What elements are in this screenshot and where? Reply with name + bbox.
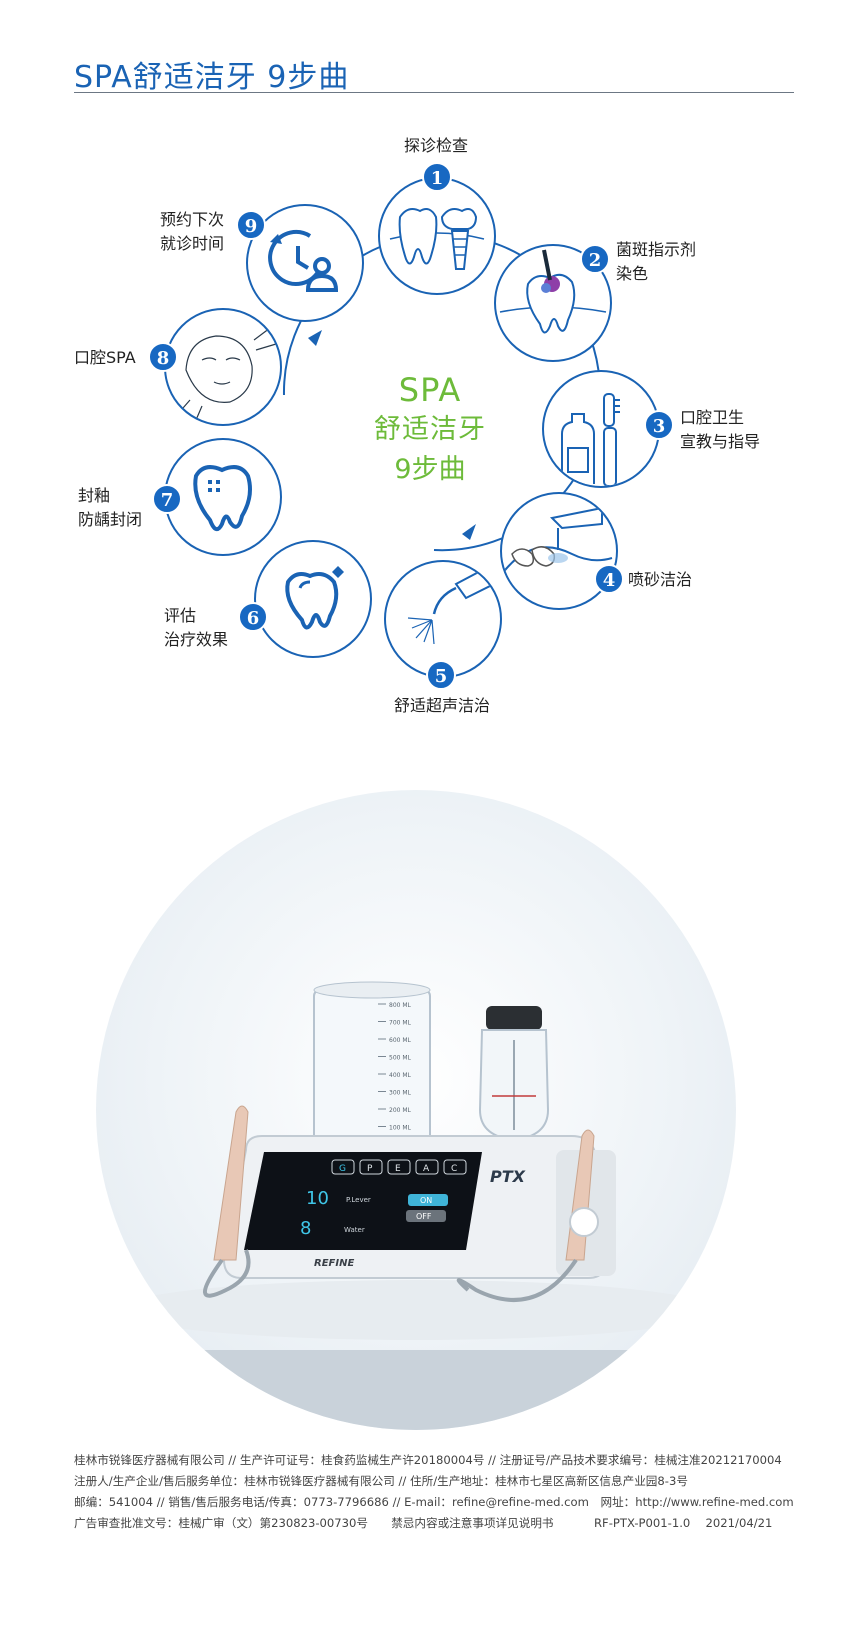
step-9-number-badge: 9 (236, 210, 266, 240)
step-2-label-line-1: 菌斑指示剂 (616, 240, 697, 259)
step-6-label-line-1: 评估 (164, 606, 197, 625)
ultrasonic-scaler-icon (407, 564, 500, 645)
mode-key-label: G (339, 1164, 346, 1174)
mode-key-button[interactable] (359, 1159, 383, 1175)
step-9-label: 预约下次 就诊时间 (160, 208, 224, 256)
product-photo: 800 ML 700 ML 600 ML 500 ML 400 ML 300 ML 200 … (96, 790, 736, 1430)
air-polishing-icon (502, 506, 613, 575)
mode-key-button[interactable] (387, 1159, 411, 1175)
step-2-number-badge: 2 (580, 244, 610, 274)
mode-key-label: E (395, 1164, 401, 1174)
step-7-label-line-1: 封釉 (78, 486, 111, 505)
step-6-label-line-2: 治疗效果 (164, 630, 229, 649)
screen-mode-1: P.Lever (346, 1196, 371, 1204)
clock-person-icon (268, 230, 339, 292)
tank-mark-label: 400 ML (389, 1072, 412, 1079)
mode-key-button[interactable] (415, 1159, 439, 1175)
footer-line-1: 桂林市锐锋医疗器械有限公司 // 生产许可证号：桂食药监械生产许20180004… (74, 1453, 782, 1467)
step-7-circle (164, 438, 282, 556)
footer-line-4: 广告审查批准文号：桂械广审（文）第230823-00730号 禁忌内容或注意事项… (74, 1513, 794, 1534)
nine-step-diagram: SPA 舒适洁牙 9步曲 1 探诊检查 2 菌斑指示剂 染色 (0, 120, 860, 760)
step-4-label: 喷砂洁治 (628, 570, 693, 589)
step-3-label: 口腔卫生 宣教与指导 (680, 406, 760, 454)
mode-key-button[interactable] (331, 1159, 355, 1175)
step-1-label: 探诊检查 (404, 136, 469, 155)
tank-mark-label: 700 ML (389, 1020, 412, 1027)
step-3-label-line-1: 口腔卫生 (680, 408, 745, 427)
tooth-implant-icon (389, 208, 485, 270)
ring-arrow-top-icon (308, 330, 322, 346)
step-7-label: 封釉 防龋封闭 (78, 484, 142, 532)
brand-logo: PTX (490, 1167, 526, 1186)
footer-doc-code: RF-PTX-P001-1.0 2021/04/21 (594, 1516, 773, 1530)
step-5-label: 舒适超声洁治 (394, 696, 491, 715)
title-divider (74, 92, 794, 93)
step-5-circle (384, 560, 502, 678)
step-2-label: 菌斑指示剂 染色 (616, 238, 696, 286)
toothpaste-brush-icon (561, 393, 620, 486)
center-title-line-1: SPA (398, 371, 462, 409)
plaque-dye-icon (499, 249, 607, 334)
step-8-label: 口腔SPA (74, 348, 136, 367)
off-button-label: OFF (416, 1212, 432, 1221)
center-title-line-2: 舒适洁牙 (374, 414, 486, 445)
step-1-number-badge: 1 (422, 162, 452, 192)
step-4-number-badge: 4 (594, 564, 624, 594)
step-3-label-line-2: 宣教与指导 (680, 432, 761, 451)
step-3-circle (542, 370, 660, 488)
step-2-label-line-2: 染色 (616, 264, 649, 283)
step-7-number-badge: 7 (152, 484, 182, 514)
center-title: SPA 舒适洁牙 9步曲 (340, 370, 520, 490)
step-3-number-badge: 3 (644, 410, 674, 440)
tank-mark-label: 200 ML (389, 1107, 412, 1114)
mode-key-button[interactable] (443, 1159, 467, 1175)
step-6-circle (254, 540, 372, 658)
tank-mark-label: 100 ML (389, 1125, 412, 1132)
screen-mode-2: Water (344, 1226, 365, 1234)
on-button[interactable] (408, 1194, 448, 1206)
screen-value-1: 10 (306, 1188, 329, 1209)
footer-line-3: 邮编：541004 // 销售/售后服务电话/传真：0773-7796686 /… (74, 1495, 794, 1509)
tank-volume-marks: 800 ML 700 ML 600 ML 500 ML 400 ML 300 ML 200 … (378, 1002, 412, 1132)
footer-approval-text: 广告审查批准文号：桂械广审（文）第230823-00730号 禁忌内容或注意事项… (74, 1516, 554, 1530)
maker-logo: REFINE (314, 1258, 354, 1269)
step-9-label-line-1: 预约下次 (160, 210, 225, 229)
step-8-circle (164, 308, 282, 426)
tooth-sparkle-icon (285, 566, 344, 630)
on-button-label: ON (420, 1196, 432, 1205)
footer-line-2: 注册人/生产企业/售后服务单位：桂林市锐锋医疗器械有限公司 // 住所/生产地址… (74, 1474, 688, 1488)
center-title-line-3: 9步曲 (394, 454, 466, 485)
mode-key-label: A (423, 1164, 430, 1174)
tank-mark-label: 800 ML (389, 1002, 412, 1009)
face-spa-icon (175, 327, 277, 421)
mode-key-label: P (367, 1164, 373, 1174)
mode-key-label: C (451, 1164, 457, 1174)
tank-mark-label: 500 ML (389, 1055, 412, 1062)
step-7-label-line-2: 防龋封闭 (78, 510, 143, 529)
ring-arrow-bottom-icon (462, 524, 476, 540)
screen-value-2: 8 (300, 1218, 311, 1239)
tooth-sealant-icon (193, 465, 252, 532)
legal-footer: 桂林市锐锋医疗器械有限公司 // 生产许可证号：桂食药监械生产许20180004… (74, 1450, 794, 1534)
step-6-label: 评估 治疗效果 (164, 604, 228, 652)
step-5-number-badge: 5 (426, 660, 456, 690)
tank-mark-label: 300 ML (389, 1090, 412, 1097)
page-title: SPA舒适洁牙 9步曲 (74, 60, 350, 95)
step-4-circle (500, 492, 618, 610)
step-8-number-badge: 8 (148, 342, 178, 372)
step-9-label-line-2: 就诊时间 (160, 234, 225, 253)
off-button[interactable] (406, 1210, 446, 1222)
step-1-circle (378, 177, 496, 295)
ptx-device-illustration: 800 ML 700 ML 600 ML 500 ML 400 ML 300 ML 200 … (96, 981, 736, 1430)
tank-mark-label: 600 ML (389, 1037, 412, 1044)
step-6-number-badge: 6 (238, 602, 268, 632)
